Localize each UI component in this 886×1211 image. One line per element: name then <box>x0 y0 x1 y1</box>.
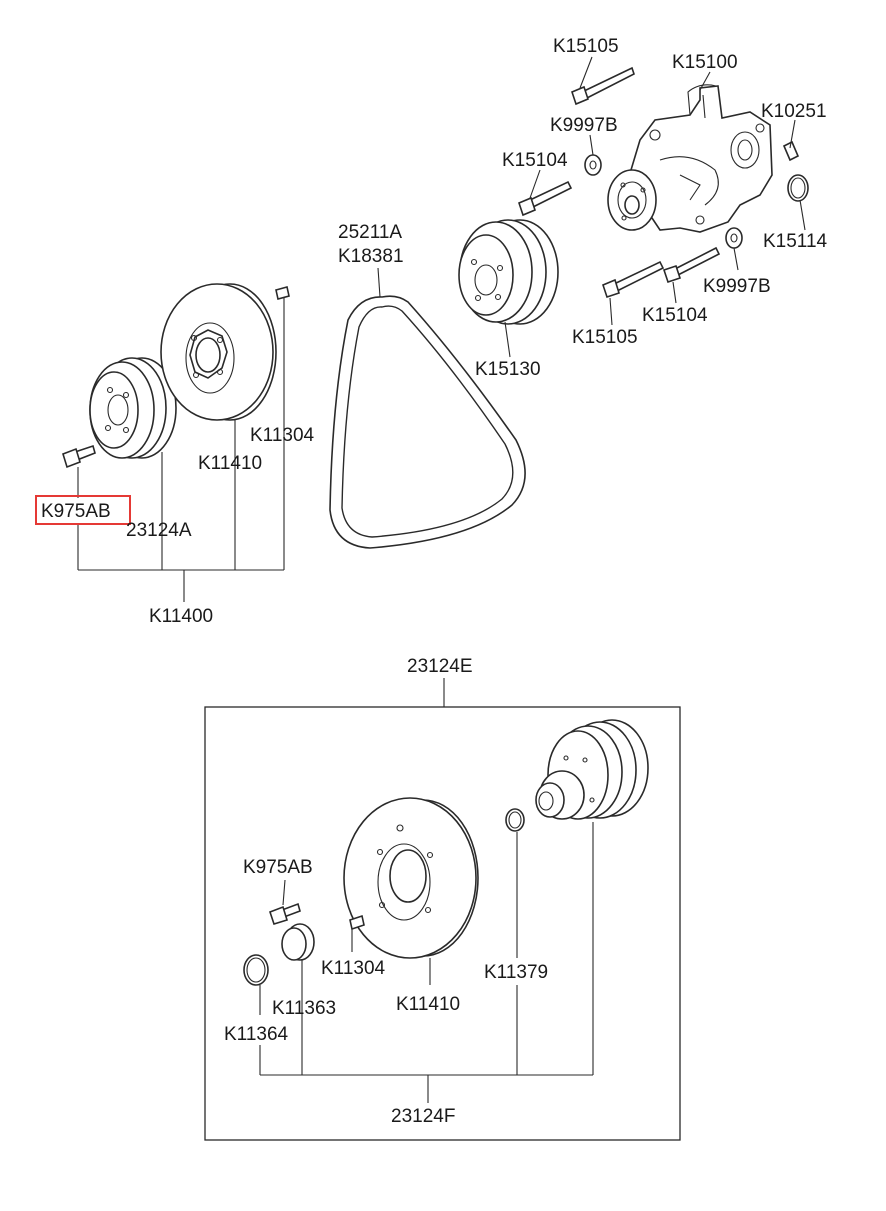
label-k15100[interactable]: K15100 <box>672 52 738 73</box>
bolt-k15104-top[interactable] <box>518 180 573 217</box>
label-k11410-bottom[interactable]: K11410 <box>396 994 460 1015</box>
pulley-assembly-lower[interactable] <box>535 719 649 820</box>
bolt-k15105-bottom[interactable] <box>602 260 665 299</box>
label-k975ab-top[interactable]: K975AB <box>41 501 111 522</box>
bolt-k975ab-top[interactable] <box>62 444 96 469</box>
label-k11363[interactable]: K11363 <box>272 998 336 1019</box>
water-pump[interactable] <box>607 84 773 233</box>
label-k11304-top[interactable]: K11304 <box>250 425 315 446</box>
bolt-k15104-bottom[interactable] <box>662 246 721 284</box>
label-k15105-bottom[interactable]: K15105 <box>572 327 638 348</box>
pin-k11304-bottom[interactable] <box>349 914 365 931</box>
group-box-23124e <box>204 706 681 1141</box>
label-k15114[interactable]: K15114 <box>763 231 828 252</box>
oring-k11364[interactable] <box>243 954 269 986</box>
label-k11410-top[interactable]: K11410 <box>198 453 262 474</box>
v-belt-25211a[interactable] <box>329 295 526 549</box>
label-k18381[interactable]: K18381 <box>338 246 404 267</box>
label-k15104-bottom[interactable]: K15104 <box>642 305 708 326</box>
damper-k11410-bottom[interactable] <box>343 797 479 959</box>
label-k11379[interactable]: K11379 <box>484 962 548 983</box>
label-23124e[interactable]: 23124E <box>407 656 473 677</box>
nut-k9997b-top[interactable] <box>584 154 602 176</box>
pin-k11304-top[interactable] <box>275 286 290 300</box>
nut-k9997b-bottom[interactable] <box>725 227 743 249</box>
label-k15105-top[interactable]: K15105 <box>553 36 619 57</box>
labels: K15105 K15100 K10251 K9997B K15104 K1511… <box>35 36 828 1127</box>
label-25211a[interactable]: 25211A <box>338 222 402 243</box>
oring-k11379-inner <box>508 811 522 829</box>
bolt-k975ab-bottom[interactable] <box>268 902 301 925</box>
label-k11304-bottom[interactable]: K11304 <box>321 958 386 979</box>
pulley-k15130[interactable] <box>458 219 559 325</box>
oring-k11364-inner <box>246 957 266 983</box>
label-k10251[interactable]: K10251 <box>761 101 827 122</box>
label-23124a[interactable]: 23124A <box>126 520 192 541</box>
label-k15130[interactable]: K15130 <box>475 359 541 380</box>
leader-lines-bottom <box>259 678 594 1103</box>
label-23124f[interactable]: 23124F <box>391 1106 455 1127</box>
oring-k15114-inner <box>790 177 806 199</box>
crank-pulley-23124a[interactable] <box>89 357 177 459</box>
label-k11400[interactable]: K11400 <box>149 606 213 627</box>
seal-k11363[interactable] <box>281 923 315 961</box>
leader-lines-top <box>77 56 806 602</box>
damper-k11410-top[interactable] <box>160 283 277 421</box>
label-k9997b-bottom[interactable]: K9997B <box>703 276 771 297</box>
label-k15104-top[interactable]: K15104 <box>502 150 568 171</box>
label-k975ab-bottom[interactable]: K975AB <box>243 857 313 878</box>
bolt-k15105-top[interactable] <box>571 66 635 106</box>
label-k11364[interactable]: K11364 <box>224 1024 289 1045</box>
label-k9997b-top[interactable]: K9997B <box>550 115 618 136</box>
highlight-box-k975ab <box>35 495 131 525</box>
bolt-k10251[interactable] <box>782 140 800 162</box>
